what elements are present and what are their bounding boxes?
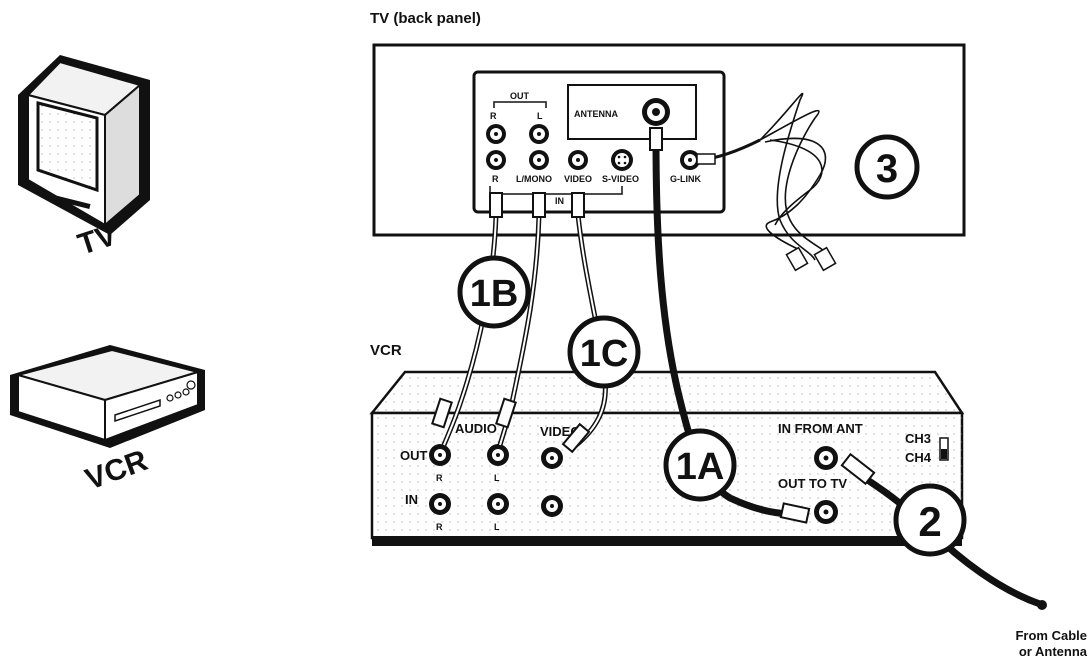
- tv-svideo-label: S-VIDEO: [602, 174, 639, 184]
- tv-out-r-jack: [486, 124, 506, 144]
- vcr-channel-switch-knob: [941, 449, 947, 459]
- callout-1b: 1B: [457, 255, 531, 329]
- tv-glink-jack: [680, 150, 700, 170]
- vcr-out-l-label: L: [494, 473, 500, 483]
- callout-3: 3: [854, 134, 920, 200]
- vcr-ch3-label: CH3: [905, 431, 931, 446]
- vcr-audio-in-r-jack: [429, 493, 451, 515]
- vcr-in-from-ant-jack: [814, 446, 838, 470]
- vcr-thumbnail-label: VCR: [81, 444, 152, 497]
- tv-lmono-label: L/MONO: [516, 174, 552, 184]
- tv-antenna-jack: [642, 98, 670, 126]
- tv-out-r-label: R: [490, 111, 497, 121]
- vcr-out-to-tv-label: OUT TO TV: [778, 476, 847, 491]
- callout-1a: 1A: [663, 428, 737, 502]
- cable-1a-vcr-plug: [779, 502, 811, 524]
- glink-cable-coil: [759, 92, 831, 261]
- tv-svideo-jack: [611, 149, 633, 171]
- cable-1c-tv-plug: [571, 192, 585, 218]
- vcr-audio-out-r-jack: [429, 444, 451, 466]
- tv-antenna-label: ANTENNA: [574, 109, 618, 119]
- vcr-video-in-jack: [541, 495, 563, 517]
- tv-glink-label: G-LINK: [670, 174, 701, 184]
- callout-1b-text: 1B: [470, 273, 519, 315]
- source-label-line2: or Antenna: [1019, 644, 1088, 659]
- vcr-in-from-ant-label: IN FROM ANT: [778, 421, 863, 436]
- tv-out-l-label: L: [537, 111, 543, 121]
- cable-2-plug: [840, 452, 876, 486]
- vcr-panel-title: VCR: [370, 342, 402, 359]
- cable-1b-tv-plug-l: [532, 192, 546, 218]
- cable-2-end: [1037, 600, 1047, 610]
- vcr-out-label: OUT: [400, 448, 428, 463]
- tv-antenna-box: [567, 84, 697, 140]
- tv-in-label: IN: [555, 196, 564, 206]
- tv-in-video-jack: [568, 150, 588, 170]
- cable-1a-coaxial: [652, 136, 804, 519]
- callout-2-text: 2: [918, 498, 941, 545]
- cable-1c-vcr-plug: [561, 422, 591, 454]
- cable-1b-vcr-plug-r: [431, 397, 453, 429]
- callout-2: 2: [893, 483, 967, 557]
- vcr-ch4-label: CH4: [905, 450, 932, 465]
- callout-1a-text: 1A: [676, 446, 725, 488]
- vcr-illustration: [10, 345, 205, 448]
- tv-illustration: [18, 55, 150, 235]
- source-label-line1: From Cable: [1015, 628, 1087, 643]
- tv-in-lmono-jack: [529, 150, 549, 170]
- vcr-video-out-jack: [541, 447, 563, 469]
- ir-blaster-1: [785, 246, 809, 272]
- ir-blaster-2: [813, 246, 837, 272]
- callout-3-text: 3: [876, 147, 898, 191]
- vcr-in-label: IN: [405, 492, 418, 507]
- vcr-audio-out-l-jack: [487, 444, 509, 466]
- cable-3-plug: [696, 153, 716, 165]
- tv-video-label: VIDEO: [564, 174, 592, 184]
- callout-1c: 1C: [567, 315, 641, 389]
- tv-in-r-jack: [486, 150, 506, 170]
- callout-1c-text: 1C: [580, 333, 629, 375]
- vcr-audio-in-l-jack: [487, 493, 509, 515]
- vcr-out-to-tv-jack: [814, 500, 838, 524]
- cable-1a-tv-plug: [649, 127, 663, 151]
- cable-1b-tv-plug-r: [489, 192, 503, 218]
- vcr-in-l-label: L: [494, 522, 500, 532]
- vcr-audio-label: AUDIO: [455, 421, 497, 436]
- tv-in-r-label: R: [492, 174, 499, 184]
- vcr-out-r-label: R: [436, 473, 443, 483]
- tv-panel-title: TV (back panel): [370, 10, 481, 27]
- tv-out-l-jack: [529, 124, 549, 144]
- tv-out-label: OUT: [510, 91, 530, 101]
- cable-1b-vcr-plug-l: [495, 397, 517, 429]
- vcr-in-r-label: R: [436, 522, 443, 532]
